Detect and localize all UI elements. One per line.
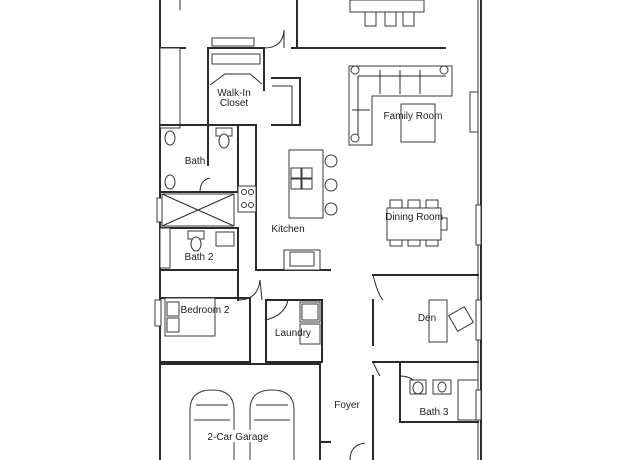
bath-3-label: Bath 3 [420, 407, 449, 418]
den: Den [372, 274, 482, 377]
bath-2: Bath 2 [159, 227, 239, 271]
top-room [179, 0, 446, 49]
kitchen-label: Kitchen [271, 224, 304, 235]
bath-label: Bath [185, 156, 206, 167]
laundry: Laundry [265, 299, 323, 363]
bedroom-2-label: Bedroom 2 [181, 305, 230, 316]
bedroom-2: Bedroom 2 [154, 269, 263, 363]
family-room-label: Family Room [384, 111, 443, 122]
walk-in-closet-label-1: Walk-In [217, 88, 251, 99]
laundry-label: Laundry [275, 328, 311, 339]
foyer: Foyer [319, 361, 374, 460]
bath-2-label: Bath 2 [185, 252, 214, 263]
master-bath: Bath [159, 47, 239, 193]
walk-in-closet-label-2: Closet [220, 98, 249, 109]
garage-label: 2-Car Garage [207, 432, 269, 443]
bath-3: Bath 3 [399, 361, 482, 423]
shower [156, 193, 235, 227]
walk-in-closet: Walk-In Closet [207, 29, 301, 126]
foyer-label: Foyer [334, 400, 360, 411]
garage: 2-Car Garage [159, 363, 321, 460]
den-label: Den [418, 313, 436, 324]
kitchen: Kitchen [237, 124, 338, 271]
dining-room: Dining Room [385, 199, 482, 247]
dining-room-label: Dining Room [385, 212, 443, 223]
family-room: Family Room [348, 65, 479, 146]
